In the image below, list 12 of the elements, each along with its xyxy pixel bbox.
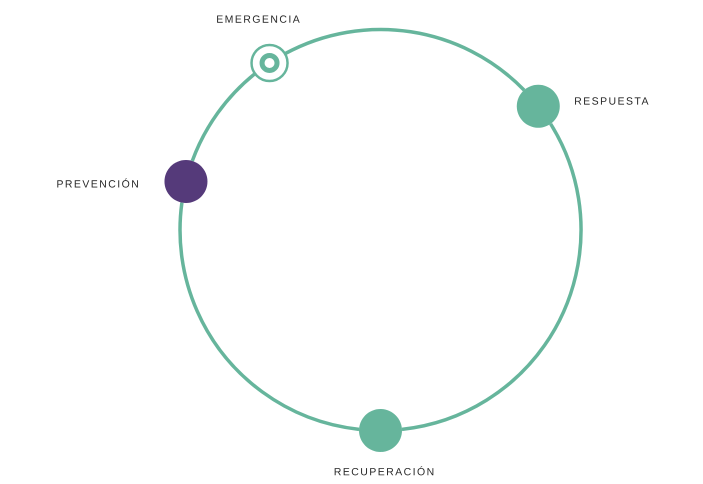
cycle-arc xyxy=(402,123,583,432)
cycle-arc xyxy=(190,72,256,162)
stage-dot xyxy=(250,44,289,82)
stage-label: RECUPERACIÓN xyxy=(334,466,434,476)
stage-dot xyxy=(359,408,402,452)
stage-label: EMERGENCIA xyxy=(217,15,300,23)
stage-dot xyxy=(164,160,208,203)
stage-label: RESPUESTA xyxy=(575,97,648,105)
stage-label: PREVENCIÓN xyxy=(57,178,138,188)
cycle-arc xyxy=(178,202,360,432)
cycle-arc xyxy=(284,28,526,92)
stage-dot xyxy=(516,84,560,128)
